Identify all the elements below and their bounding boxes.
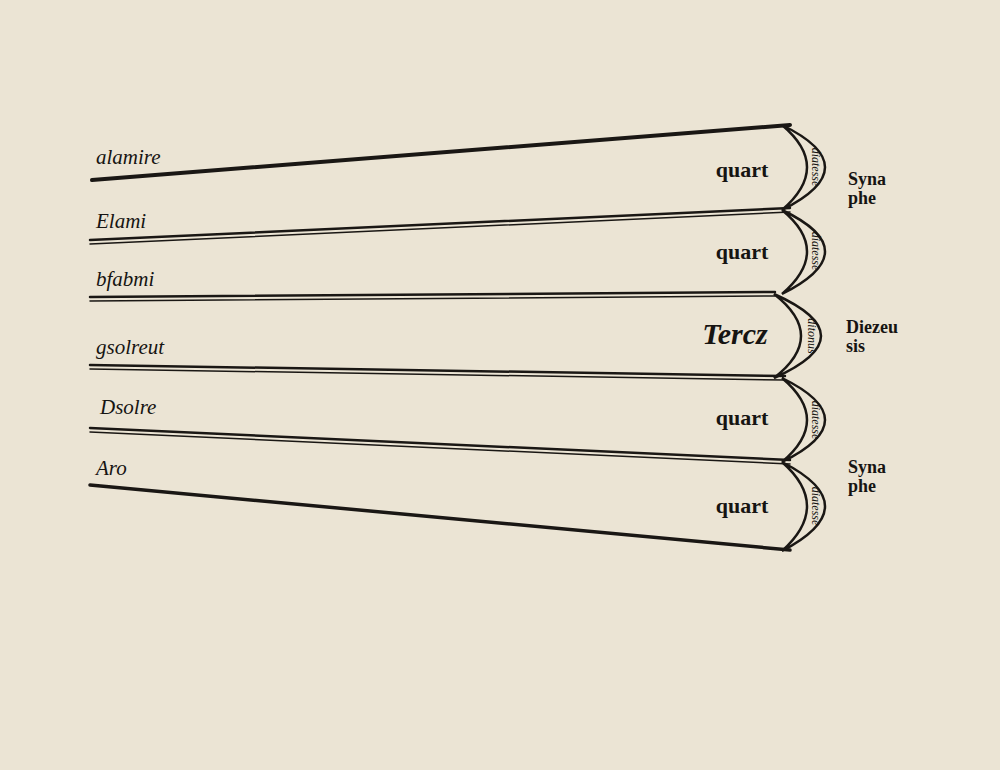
string-line xyxy=(90,208,790,240)
interval-name: quart xyxy=(716,406,769,429)
interval-name: Tercz xyxy=(702,318,768,350)
string-name: Elami xyxy=(96,210,146,232)
interval-bracket xyxy=(782,210,825,294)
interval-name: quart xyxy=(716,240,769,263)
interval-bracket xyxy=(782,462,825,551)
tetrachord-term: Diezeu sis xyxy=(846,318,906,356)
interval-term: diatesse xyxy=(810,148,823,187)
string-line xyxy=(90,296,775,301)
string-line xyxy=(90,212,790,244)
string-line xyxy=(90,369,785,380)
interval-bracket xyxy=(782,378,825,462)
interval-term: diatesse xyxy=(810,401,823,440)
string-line xyxy=(90,428,790,460)
string-name: Aro xyxy=(96,457,127,479)
interval-bracket xyxy=(782,125,825,210)
string-name: gsolreut xyxy=(96,336,164,358)
interval-term: diatesse xyxy=(810,232,823,271)
string-name: Dsolre xyxy=(100,396,156,418)
interval-name: quart xyxy=(716,494,769,517)
string-name: alamire xyxy=(96,146,161,168)
string-name: bfabmi xyxy=(96,268,154,290)
interval-term: diatesse xyxy=(810,487,823,526)
tetrachord-term: Syna phe xyxy=(848,458,900,496)
tetrachord-term: Syna phe xyxy=(848,170,900,208)
interval-name: quart xyxy=(716,158,769,181)
string-line xyxy=(92,125,790,180)
interval-bracket xyxy=(774,294,821,378)
string-line xyxy=(90,485,790,550)
interval-term: ditonus xyxy=(806,318,819,353)
string-line xyxy=(90,432,790,464)
